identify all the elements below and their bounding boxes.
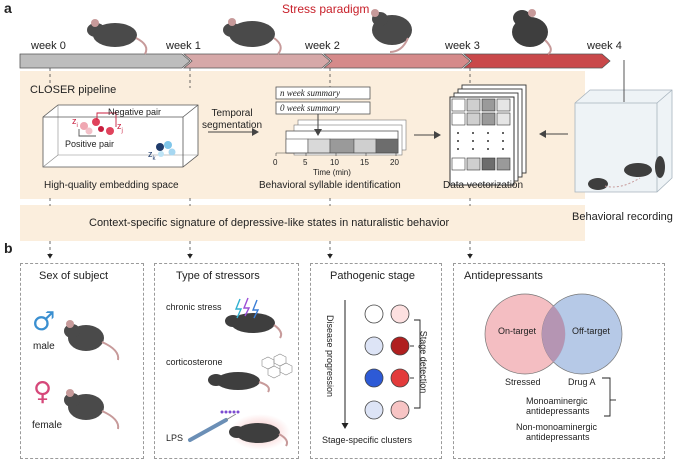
stage-circles bbox=[364, 304, 410, 420]
drug-bracket bbox=[602, 377, 611, 417]
stressor-lps: LPS bbox=[166, 433, 184, 443]
clusters-label: Stage-specific clusters bbox=[322, 435, 413, 445]
week-label-1: week 1 bbox=[166, 40, 201, 52]
timeline-segment-2 bbox=[182, 53, 331, 69]
week-label-2: week 2 bbox=[305, 40, 340, 52]
syllable-caption: Behavioral syllable identification bbox=[259, 180, 401, 191]
detection-bracket bbox=[414, 319, 421, 409]
stage-circle bbox=[364, 400, 384, 420]
venn-diagram bbox=[484, 293, 623, 375]
recording-arena bbox=[574, 89, 673, 193]
negative-pair-label: Negative pair bbox=[108, 107, 162, 117]
male-label: male bbox=[33, 341, 55, 352]
temporal-segmentation-label: Temporal segmentation bbox=[202, 108, 263, 131]
nonmono-label-1: Non-monoaminergic bbox=[516, 422, 598, 432]
timeline-dashes bbox=[47, 68, 473, 259]
syringe-icon bbox=[188, 410, 240, 442]
corticosterone-mouse bbox=[208, 353, 293, 393]
sex-title: Sex of subject bbox=[39, 270, 109, 282]
mono-label-1: Monoaminergic bbox=[526, 396, 588, 406]
detection-label: Stage detection bbox=[418, 330, 429, 394]
stressor-chronic: chronic stress bbox=[166, 302, 222, 312]
mono-label-2: antidepressants bbox=[526, 406, 590, 416]
stressors-title: Type of stressors bbox=[176, 270, 260, 282]
stage-circle bbox=[364, 336, 384, 356]
timeline-segment-1 bbox=[19, 53, 191, 69]
time-tick-15: 15 bbox=[360, 158, 369, 167]
summary-n-label: n week summary bbox=[280, 88, 340, 98]
zi-label: zi bbox=[72, 116, 78, 129]
stage-circle bbox=[390, 400, 410, 420]
timeline-mouse-3 bbox=[371, 9, 412, 53]
time-axis bbox=[275, 152, 398, 156]
female-mouse bbox=[64, 389, 120, 430]
antidepressants-title: Antidepressants bbox=[464, 270, 543, 282]
vectorization-caption: Data vectorization bbox=[443, 180, 524, 191]
week-label-4: week 4 bbox=[587, 40, 622, 52]
signature-band bbox=[20, 205, 585, 241]
embedding-caption: High-quality embedding space bbox=[44, 180, 179, 191]
pipeline-title: CLOSER pipeline bbox=[30, 84, 117, 96]
summary-0-label: 0 week summary bbox=[280, 103, 340, 113]
chronic-stress-mouse bbox=[225, 297, 283, 339]
stage-circle bbox=[390, 336, 410, 356]
female-symbol-icon: ♀ bbox=[33, 377, 53, 407]
recording-caption: Behavioral recording bbox=[572, 211, 673, 223]
stressed-label: Stressed bbox=[505, 377, 541, 387]
stressor-corticosterone: corticosterone bbox=[166, 357, 223, 367]
time-tick-20: 20 bbox=[390, 158, 399, 167]
timeline bbox=[19, 53, 611, 69]
timeline-mouse-2 bbox=[223, 18, 282, 55]
male-symbol-icon: ♂ bbox=[32, 307, 56, 337]
lps-mouse bbox=[229, 414, 290, 450]
timeline-segment-3 bbox=[322, 53, 471, 69]
stage-circle bbox=[390, 304, 410, 324]
time-axis-label: Time (min) bbox=[313, 168, 351, 177]
off-target-label: Off-target bbox=[572, 326, 610, 336]
timeline-mouse-1 bbox=[87, 19, 148, 55]
stage-circle bbox=[364, 368, 384, 388]
female-label: female bbox=[32, 420, 63, 431]
week-label-3: week 3 bbox=[445, 40, 480, 52]
time-tick-0: 0 bbox=[273, 158, 278, 167]
stage-circle bbox=[364, 304, 384, 324]
stage-circle bbox=[390, 368, 410, 388]
signature-text: Context-specific signature of depressive… bbox=[89, 217, 450, 229]
time-tick-5: 5 bbox=[303, 158, 308, 167]
timeline-segment-4 bbox=[462, 53, 611, 69]
embedding-space bbox=[42, 104, 199, 168]
drug-label: Drug A bbox=[568, 377, 596, 387]
male-mouse bbox=[64, 320, 120, 361]
nonmono-label-2: antidepressants bbox=[526, 432, 590, 442]
on-target-label: On-target bbox=[498, 326, 537, 336]
timeline-mouse-4 bbox=[512, 9, 552, 55]
zj-label: zj bbox=[117, 121, 123, 134]
data-matrix bbox=[449, 84, 527, 186]
panel-a-letter: a bbox=[4, 0, 12, 16]
week-label-0: week 0 bbox=[31, 40, 66, 52]
panel-stage bbox=[310, 263, 442, 459]
progression-label: Disease progression bbox=[325, 314, 336, 398]
stress-paradigm-title: Stress paradigm bbox=[282, 2, 370, 16]
stage-title: Pathogenic stage bbox=[330, 270, 416, 282]
zk-label: zk bbox=[148, 149, 156, 162]
positive-pair-label: Positive pair bbox=[65, 139, 115, 149]
time-tick-10: 10 bbox=[330, 158, 339, 167]
panel-b-letter: b bbox=[4, 240, 13, 256]
syllable-stack bbox=[275, 86, 407, 156]
panel-sex bbox=[20, 263, 144, 459]
